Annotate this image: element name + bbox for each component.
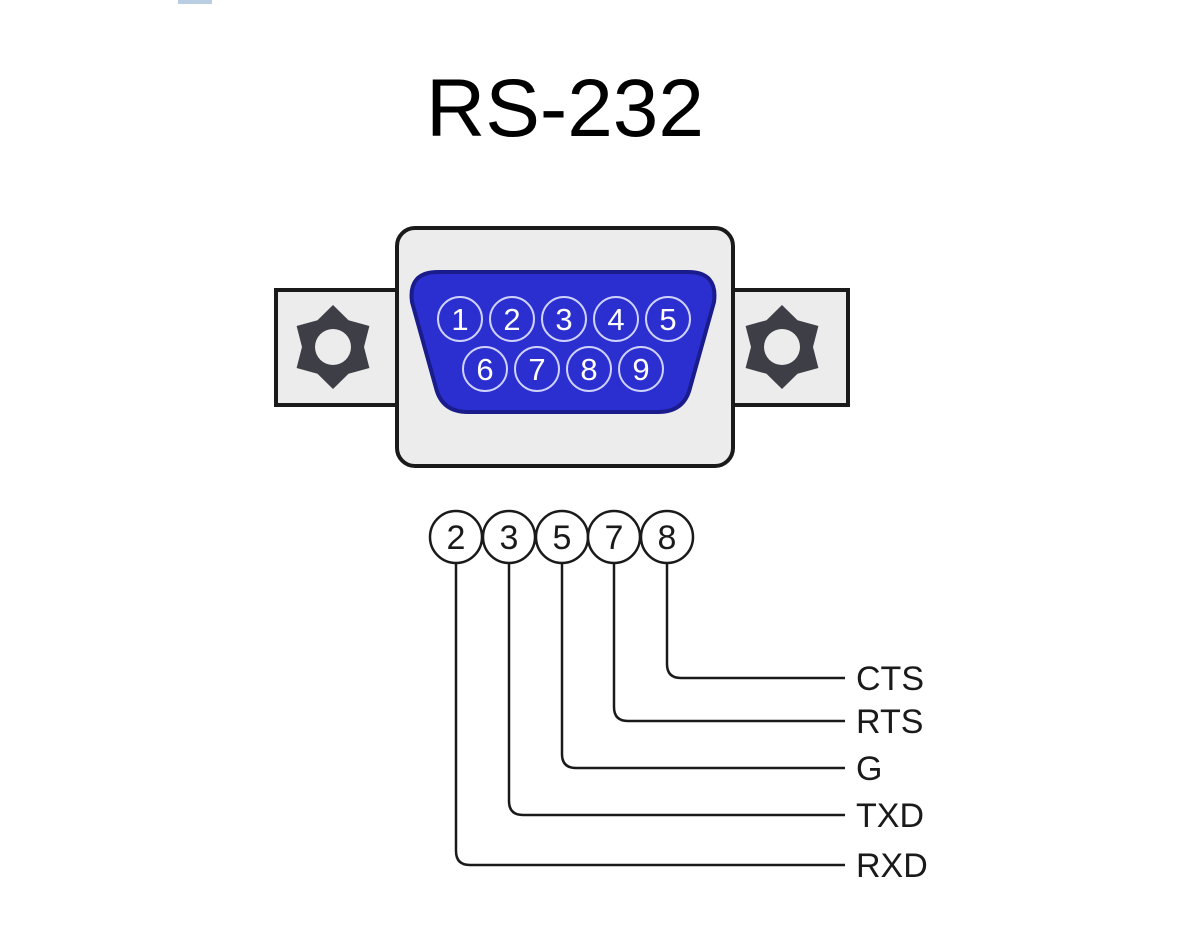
signal-label-rxd: RXD	[856, 847, 928, 885]
pin-number: 3	[555, 302, 572, 337]
wired-pin-number: 2	[447, 519, 466, 557]
corner-mark	[178, 0, 212, 4]
pin-number: 8	[580, 352, 597, 387]
wired-pin-number: 8	[658, 519, 677, 557]
connector-pin-1: 1	[437, 296, 483, 342]
connector-pin-6: 6	[462, 346, 508, 392]
pin-number: 2	[503, 302, 520, 337]
pin-ring	[593, 296, 639, 342]
wired-pin-circle	[639, 509, 695, 565]
connector-pin-7: 7	[514, 346, 560, 392]
wire-line	[454, 563, 845, 867]
connector-pin-8: 8	[566, 346, 612, 392]
connector-pin-4: 4	[593, 296, 639, 342]
wired-pin-number: 7	[605, 519, 624, 557]
pin-ring	[514, 346, 560, 392]
pin-number: 1	[451, 302, 468, 337]
signal-label-cts: CTS	[856, 660, 924, 698]
wire-line	[507, 563, 845, 817]
connector-pin-3: 3	[541, 296, 587, 342]
signal-label-g: G	[856, 750, 882, 788]
page-title: RS-232	[426, 63, 704, 154]
pin-ring	[618, 346, 664, 392]
pin-ring	[566, 346, 612, 392]
signal-label-rts: RTS	[856, 703, 923, 741]
signal-label-txd: TXD	[856, 797, 924, 835]
connector-pin-9: 9	[618, 346, 664, 392]
wire-line	[560, 563, 845, 770]
connector-pin-5: 5	[645, 296, 691, 342]
pin-ring	[437, 296, 483, 342]
left-nut	[296, 305, 370, 389]
pin-ring	[489, 296, 535, 342]
wired-pin-number: 3	[500, 519, 519, 557]
dsub-face	[409, 270, 717, 414]
pin-ring	[541, 296, 587, 342]
pin-number: 6	[476, 352, 493, 387]
pin-number: 7	[528, 352, 545, 387]
wired-pin-number: 5	[553, 519, 572, 557]
wire-line	[612, 563, 845, 723]
wire-g: 5G	[534, 509, 882, 788]
pin-number: 9	[632, 352, 649, 387]
nut-hole	[764, 329, 800, 365]
pin-number: 5	[659, 302, 676, 337]
wire-line	[665, 563, 845, 680]
connector-pin-2: 2	[489, 296, 535, 342]
nut-hole	[315, 329, 351, 365]
pin-ring	[645, 296, 691, 342]
right-nut	[745, 305, 819, 389]
pin-ring	[462, 346, 508, 392]
pin-number: 4	[607, 302, 624, 337]
